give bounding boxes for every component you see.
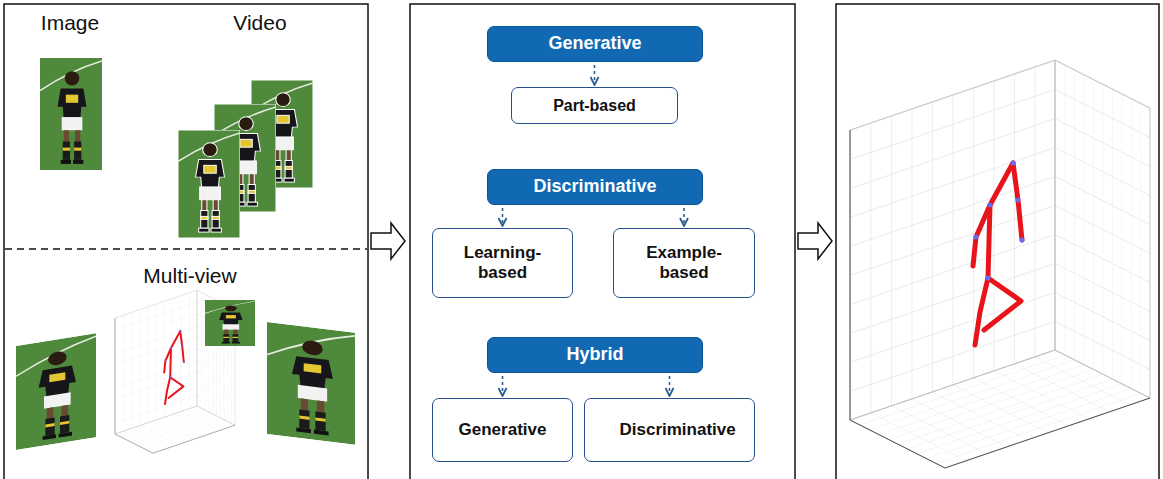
- input-photos: [40, 58, 102, 170]
- method-box: Learning-based: [432, 228, 573, 298]
- method-box: Example-based: [613, 228, 755, 298]
- box-label: Learning-based: [453, 243, 553, 284]
- box-label: Generative: [459, 420, 547, 440]
- input-type-label: Image: [25, 10, 115, 35]
- box-label: Example-based: [634, 243, 734, 284]
- box-label: Hybrid: [566, 344, 623, 366]
- category-box: Discriminative: [487, 169, 703, 205]
- input-photos: [205, 300, 255, 346]
- dashed-arrow: [502, 376, 504, 396]
- input-photos: [16, 58, 355, 453]
- panel-frames: [836, 4, 1159, 479]
- dashed-arrow: [669, 376, 671, 396]
- dashed-arrow: [594, 65, 596, 85]
- method-box: Generative: [432, 398, 573, 462]
- pose-3d-plot: [850, 60, 1150, 468]
- input-photos: [178, 80, 313, 238]
- category-box: Hybrid: [487, 337, 703, 373]
- method-box: Part-based: [511, 87, 678, 124]
- input-type-label: Multi-view: [110, 263, 270, 288]
- input-photos: [267, 322, 355, 445]
- panel-frames: [4, 4, 1159, 479]
- method-box: Discriminative: [584, 398, 755, 462]
- input-photos: [16, 333, 96, 450]
- dashed-arrow: [502, 208, 504, 226]
- box-label: Generative: [548, 33, 641, 55]
- dashed-arrow: [683, 208, 685, 226]
- box-label: Discriminative: [620, 420, 720, 440]
- flow-arrows: [371, 223, 405, 259]
- category-box: Generative: [487, 26, 703, 62]
- input-type-label: Video: [210, 10, 310, 35]
- pose-3d-plot: [850, 60, 1150, 468]
- input-photos: [178, 130, 240, 238]
- panel-frames: [4, 4, 368, 479]
- panel-frames: [5, 248, 367, 250]
- flow-arrows: [798, 223, 832, 259]
- box-label: Discriminative: [533, 176, 656, 198]
- panel-frames: [410, 4, 795, 479]
- box-label: Part-based: [553, 96, 636, 115]
